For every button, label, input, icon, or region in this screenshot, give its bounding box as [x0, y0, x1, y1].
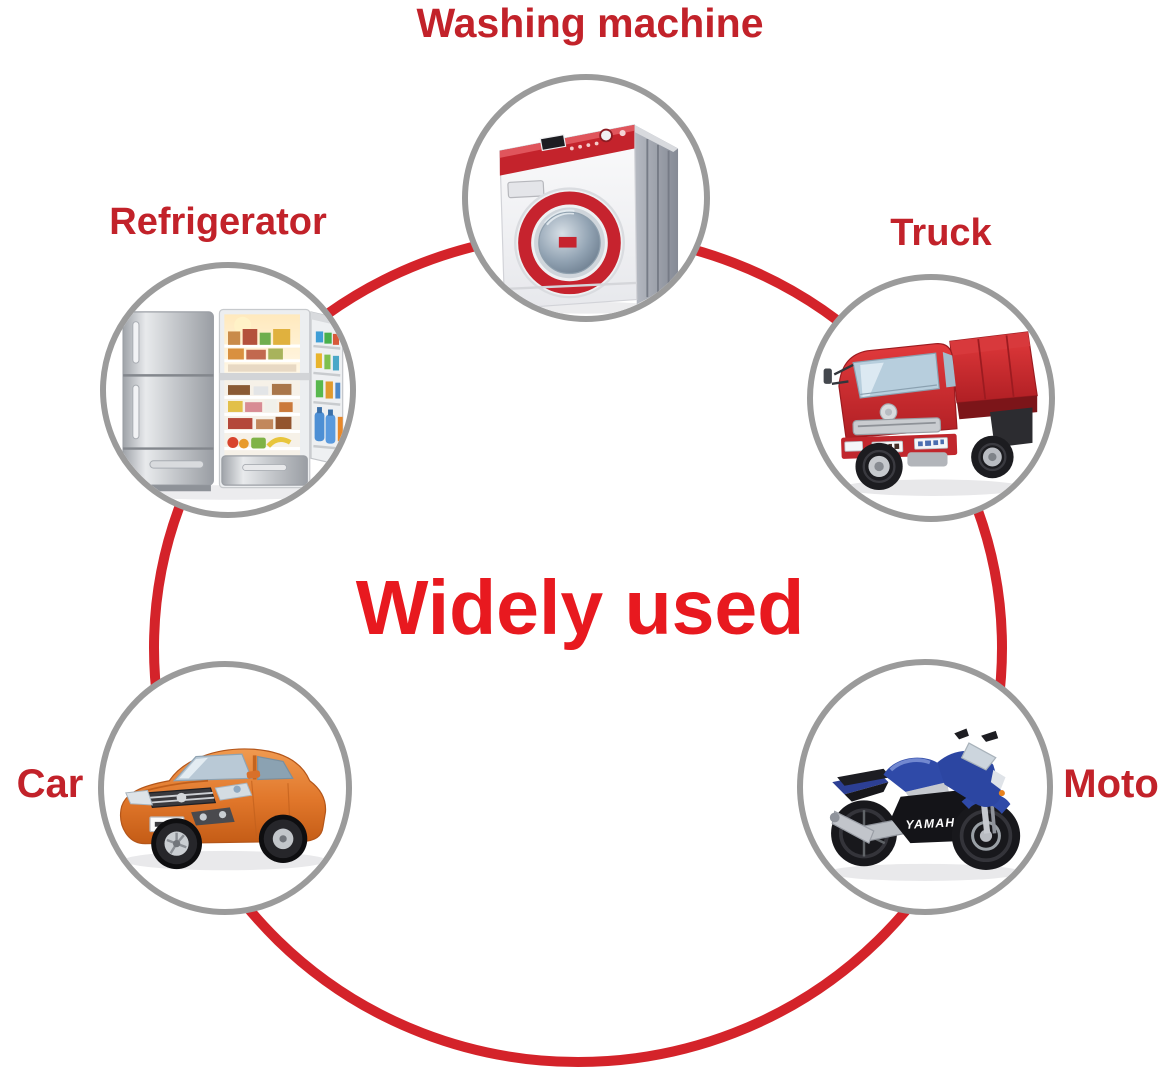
washer-side-panel [634, 124, 679, 305]
truck-circle [807, 274, 1055, 522]
truck-image [823, 331, 1038, 496]
washing-machine-circle [462, 74, 710, 322]
moto-circle: YAMAHA [797, 659, 1053, 915]
washer-control-panel [499, 124, 635, 176]
refrigerator-circle [100, 262, 356, 518]
car-circle [98, 661, 352, 915]
truck-dump-bed [949, 331, 1038, 448]
fridge-open-door [310, 311, 344, 467]
moto-exhaust [829, 810, 875, 844]
moto-front-fairing [937, 728, 1006, 807]
truck-label: Truck [890, 212, 992, 254]
moto-label: Moto [1063, 762, 1159, 806]
moto-tank [883, 757, 947, 792]
car-label: Car [16, 762, 84, 806]
moto-image: YAMAHA [827, 728, 1023, 881]
yamaha-logo-text: YAMAHA [905, 815, 966, 832]
car-image [119, 748, 327, 871]
truck-wheels [855, 435, 1014, 491]
moto-front-wheel [951, 801, 1021, 870]
car-wheels [151, 814, 308, 870]
washing-machine-label: Washing machine [416, 0, 764, 46]
washing-machine-image [499, 124, 679, 314]
washer-door [514, 187, 625, 299]
refrigerator-label: Refrigerator [109, 201, 327, 243]
truck-cab [823, 343, 958, 439]
washer-detergent-drawer [507, 180, 545, 199]
fridge-closed-unit [122, 311, 214, 492]
page-title: Widely used [355, 565, 805, 651]
moto-tail [832, 768, 891, 802]
refrigerator-image [122, 308, 344, 500]
fridge-open-unit [218, 308, 311, 489]
